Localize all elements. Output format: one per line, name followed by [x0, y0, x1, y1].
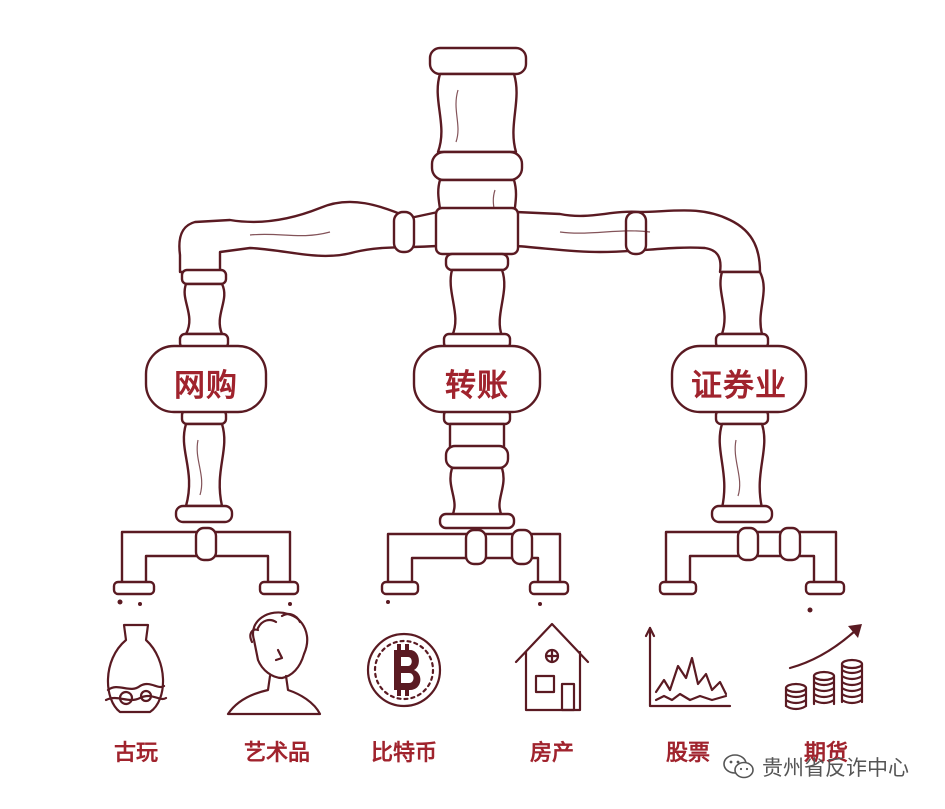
top-inlet-pipe: [428, 46, 528, 234]
wechat-icon: [723, 754, 754, 779]
category-label-artwork: 艺术品: [243, 741, 310, 766]
category-label-bitcoin: 比特币: [370, 741, 437, 766]
left-branch-pipe: [112, 268, 300, 596]
stock-chart-icon: [644, 626, 732, 708]
node-capsule-right: [670, 344, 808, 414]
right-branch-pipe: [658, 270, 846, 596]
watermark-text: 贵州省反诈中心: [762, 756, 909, 780]
category-label-real-estate: 房产: [529, 741, 574, 766]
node-capsule-left: [144, 344, 268, 414]
category-label-antiques: 古玩: [113, 741, 158, 766]
node-label-online-shopping: 网购: [174, 368, 238, 404]
node-capsule-center: [412, 344, 542, 414]
vase-icon: [104, 623, 168, 714]
house-icon: [514, 622, 590, 712]
drips: [117, 599, 813, 613]
coin-stack-icon: [784, 624, 864, 711]
bitcoin-icon: [366, 632, 442, 708]
category-label-futures: 期货: [803, 741, 848, 766]
statue-bust-icon: [226, 611, 322, 716]
node-label-transfer: 转账: [445, 368, 509, 404]
node-label-securities: 证券业: [691, 368, 787, 404]
horizontal-manifold: [178, 200, 762, 274]
center-branch-pipe: [380, 268, 570, 596]
category-label-stocks: 股票: [665, 741, 710, 766]
watermark: 贵州省反诈中心: [722, 752, 909, 782]
